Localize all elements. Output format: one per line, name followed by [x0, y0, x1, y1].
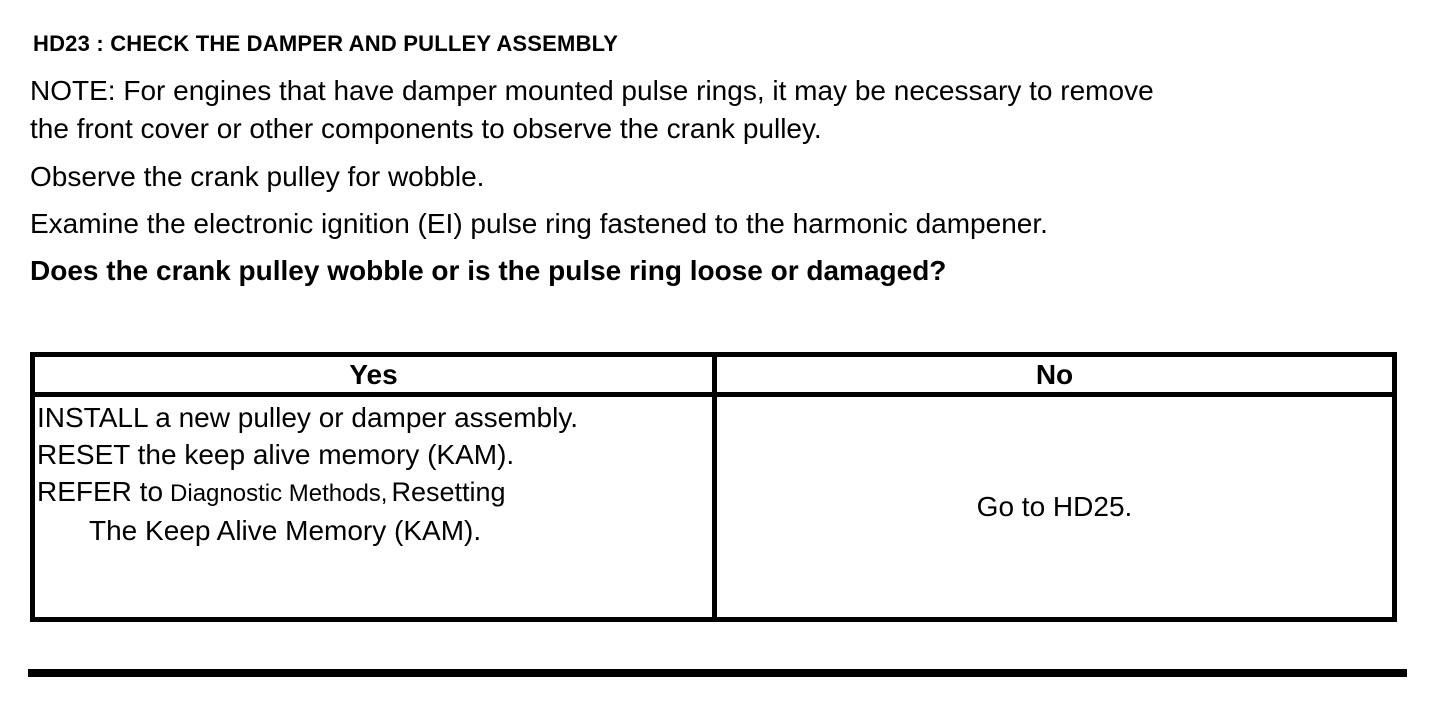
yes-no-decision-table: Yes No INSTALL a new pulley or damper as… — [30, 352, 1397, 622]
yes-action-reset: RESET the keep alive memory (KAM). — [37, 439, 515, 470]
refer-reference-title: Diagnostic Methods, — [170, 480, 388, 507]
decision-question: Does the crank pulley wobble or is the p… — [30, 255, 947, 286]
note-paragraph-line-2: the front cover or other components to o… — [30, 113, 822, 144]
yes-actions-cell: INSTALL a new pulley or damper assembly.… — [35, 397, 712, 617]
page-title: HD23 : CHECK THE DAMPER AND PULLEY ASSEM… — [33, 31, 619, 56]
step-examine-text: Examine the electronic ignition (EI) pul… — [30, 208, 1048, 239]
table-header-row: Yes No — [35, 357, 1392, 397]
refer-topic-continued: The Keep Alive Memory (KAM). — [89, 515, 482, 546]
yes-action-install: INSTALL a new pulley or damper assembly. — [37, 402, 579, 433]
table-body-row: INSTALL a new pulley or damper assembly.… — [35, 397, 1392, 617]
refer-prefix-text: REFER to — [37, 476, 164, 507]
page-bottom-rule — [28, 669, 1407, 677]
no-column-header: No — [712, 357, 1392, 392]
note-paragraph-line-1: NOTE: For engines that have damper mount… — [30, 75, 1154, 106]
yes-column-header: Yes — [349, 358, 398, 390]
no-action-text: Go to HD25. — [976, 491, 1133, 522]
no-action-cell: Go to HD25. — [712, 397, 1392, 617]
step-observe-text: Observe the crank pulley for wobble. — [30, 161, 485, 192]
refer-topic-title: Resetting — [391, 477, 506, 507]
